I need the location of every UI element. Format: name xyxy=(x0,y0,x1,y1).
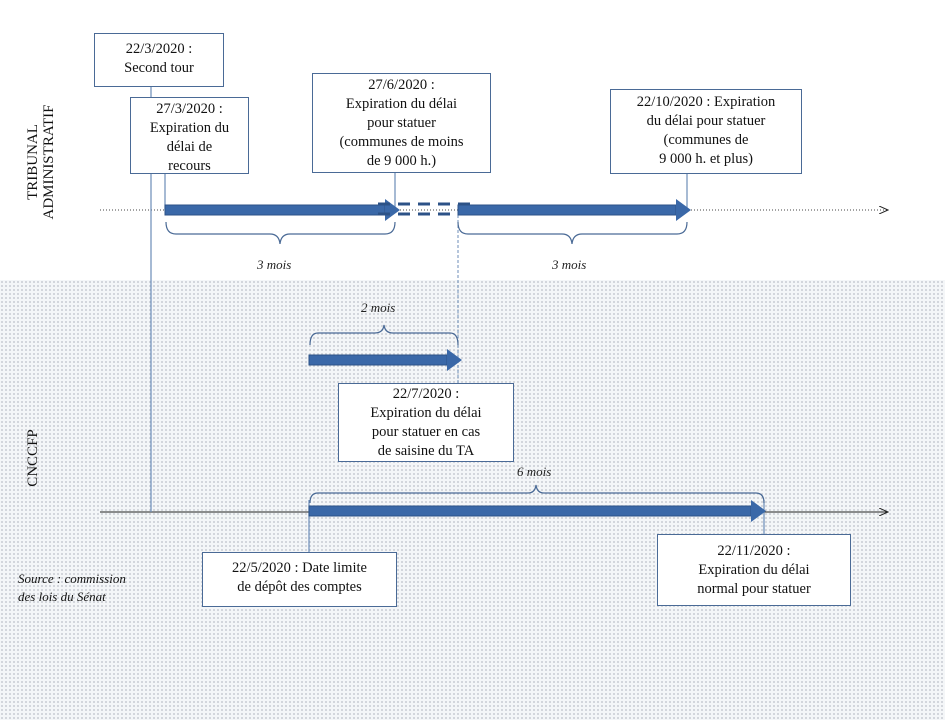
ta-arrow-2-body xyxy=(457,204,677,216)
ta-arrow-1-body xyxy=(164,204,386,216)
cnccfp-arrow-short-body xyxy=(308,354,448,366)
ta-arrow-2-head xyxy=(676,199,691,221)
box-recours: 27/3/2020 : Expiration du délai de recou… xyxy=(130,97,249,174)
duration-ta-second: 3 mois xyxy=(552,257,587,272)
cnccfp-band xyxy=(0,280,945,720)
box-depot-comptes: 22/5/2020 : Date limite de dépôt des com… xyxy=(202,552,397,607)
box-saisine-ta: 22/7/2020 : Expiration du délai pour sta… xyxy=(338,383,514,462)
lane-label-ta: TRIBUNAL ADMINISTRATIF xyxy=(25,104,57,220)
cnccfp-brace-long xyxy=(309,484,765,504)
duration-ta-first: 3 mois xyxy=(257,257,292,272)
cnccfp-arrow-long-head xyxy=(751,500,766,522)
ta-brace-2 xyxy=(457,221,688,245)
box-large-communes: 22/10/2020 : Expiration du délai pour st… xyxy=(610,89,802,174)
box-small-communes: 27/6/2020 : Expiration du délai pour sta… xyxy=(312,73,491,173)
lane-label-cnccfp: CNCCFP xyxy=(25,429,41,487)
box-second-tour: 22/3/2020 : Second tour xyxy=(94,33,224,87)
cnccfp-arrow-long-body xyxy=(308,505,752,517)
duration-cnccfp-long: 6 mois xyxy=(517,464,552,479)
cnccfp-brace-short xyxy=(309,324,459,346)
cnccfp-arrow-short-head xyxy=(447,349,462,371)
ta-arrow-1-head xyxy=(385,199,400,221)
source-note: Source : commission des lois du Sénat xyxy=(18,571,126,604)
ta-brace-1 xyxy=(165,221,396,245)
box-normal: 22/11/2020 : Expiration du délai normal … xyxy=(657,534,851,606)
duration-cnccfp-short: 2 mois xyxy=(361,300,396,315)
